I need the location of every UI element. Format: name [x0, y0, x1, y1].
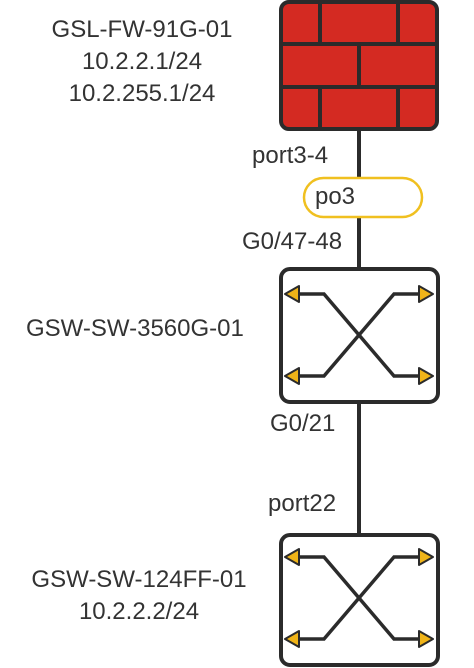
firewall-port-label: port3-4 [252, 142, 329, 169]
switch1-downlink-port-label: G0/21 [270, 410, 336, 437]
switch1-uplink-port-label: G0/47-48 [242, 228, 343, 255]
firewall-ip-1: 10.2.2.1/24 [81, 48, 203, 75]
switch-icon [279, 533, 440, 667]
switch-icon [279, 267, 440, 404]
switch1-name: GSW-SW-3560G-01 [26, 315, 244, 342]
switch2-ip: 10.2.2.2/24 [78, 598, 200, 625]
switch2-uplink-port-label: port22 [268, 490, 337, 517]
port-channel-label: po3 [314, 183, 356, 210]
firewall-icon [279, 0, 439, 131]
firewall-ip-2: 10.2.255.1/24 [68, 80, 216, 107]
switch2-name: GSW-SW-124FF-01 [31, 566, 247, 593]
firewall-name: GSL-FW-91G-01 [51, 16, 233, 43]
port-channel-outline [302, 176, 424, 219]
